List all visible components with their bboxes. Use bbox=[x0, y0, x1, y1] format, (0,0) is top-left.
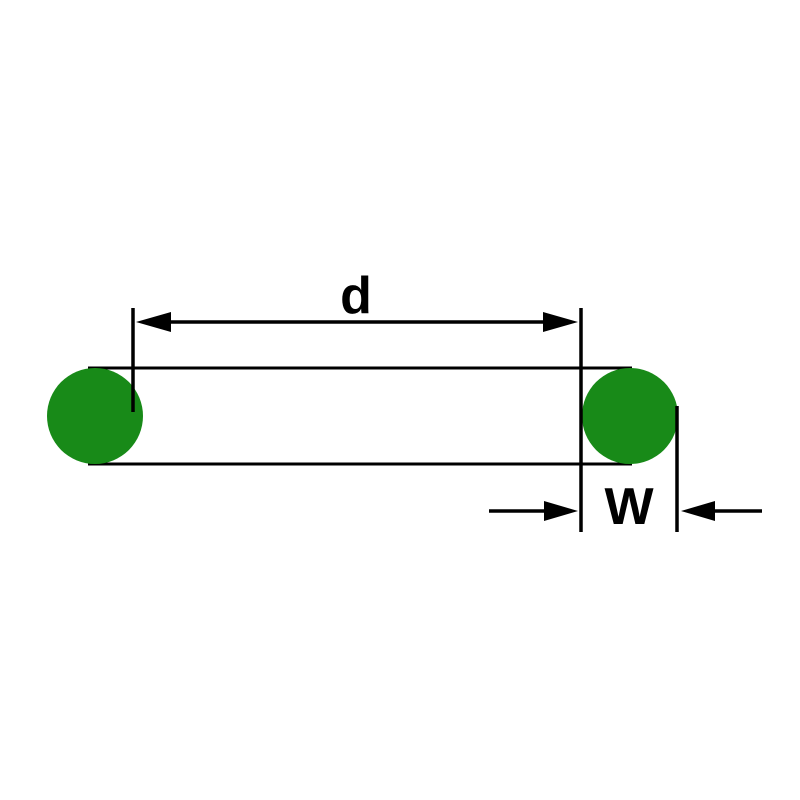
width-arrowhead-right bbox=[681, 501, 715, 521]
cross-section-width-label: W bbox=[604, 478, 654, 536]
ring-cross-section-left bbox=[47, 368, 143, 464]
inner-diameter-arrowhead-right bbox=[543, 312, 578, 332]
ring-cross-section-right bbox=[582, 368, 678, 464]
inner-diameter-dimension-lines bbox=[160, 320, 762, 513]
width-arrowhead-left bbox=[544, 501, 578, 521]
inner-diameter-arrowhead-left bbox=[136, 312, 171, 332]
ring-body-edges bbox=[88, 366, 632, 466]
inner-diameter-label: d bbox=[340, 267, 372, 325]
extension-lines bbox=[131, 308, 679, 532]
dimension-arrowheads bbox=[136, 312, 715, 521]
